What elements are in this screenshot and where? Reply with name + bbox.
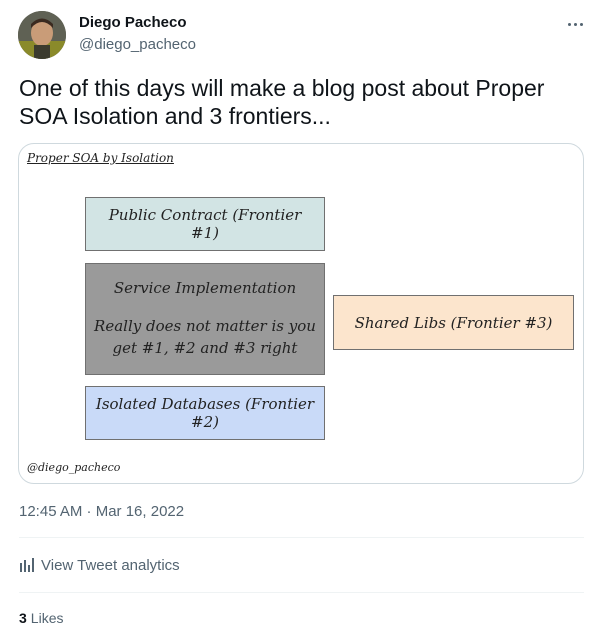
isolated-databases-label: Isolated Databases (Frontier #2) xyxy=(95,395,315,431)
likes-label: Likes xyxy=(30,610,64,626)
likes-count: 3 xyxy=(19,610,27,626)
public-contract-box: Public Contract (Frontier #1) xyxy=(85,197,325,251)
author-name[interactable]: Diego Pacheco xyxy=(79,14,187,31)
bar-chart-icon xyxy=(20,558,34,572)
tweet-text: One of this days will make a blog post a… xyxy=(19,75,545,129)
view-analytics-link[interactable]: View Tweet analytics xyxy=(19,555,180,575)
tweet-timestamp[interactable]: 12:45 AM · Mar 16, 2022 xyxy=(19,503,185,520)
diagram-credit: @diego_pacheco xyxy=(27,461,121,474)
tweet-image[interactable]: Proper SOA by Isolation Public Contract … xyxy=(18,143,584,484)
shared-libs-label: Shared Libs (Frontier #3) xyxy=(354,313,553,332)
shared-libs-box: Shared Libs (Frontier #3) xyxy=(333,295,574,350)
service-note: Really does not matter is you get #1, #2… xyxy=(94,317,316,357)
avatar[interactable] xyxy=(18,11,66,59)
avatar-image xyxy=(18,11,66,59)
author-handle[interactable]: @diego_pacheco xyxy=(79,36,196,53)
more-icon[interactable] xyxy=(563,14,587,34)
diagram-title: Proper SOA by Isolation xyxy=(27,151,174,165)
analytics-label: View Tweet analytics xyxy=(41,556,180,574)
public-contract-label: Public Contract (Frontier #1) xyxy=(108,206,302,242)
isolated-databases-box: Isolated Databases (Frontier #2) xyxy=(85,386,325,440)
service-title: Service Implementation xyxy=(113,279,297,297)
divider xyxy=(19,537,584,538)
divider xyxy=(19,592,584,593)
service-implementation-box: Service Implementation Really does not m… xyxy=(85,263,325,375)
